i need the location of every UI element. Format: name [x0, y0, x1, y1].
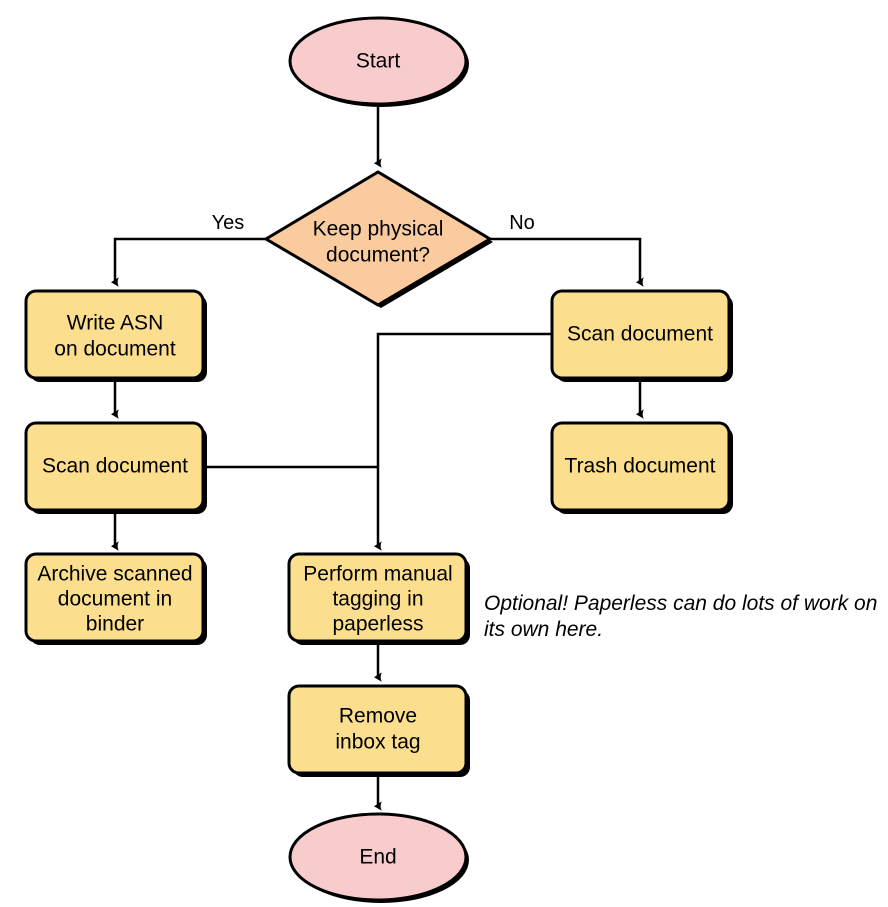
archive-rect	[24, 552, 205, 643]
optional-note: Optional! Paperless can do lots of work …	[484, 592, 877, 641]
node-perform-manual-tagging-in-paperless[interactable]: Perform manual tagging in paperless	[287, 552, 470, 645]
archive-label-line-3: binder	[86, 613, 144, 636]
edge-label-yes: Yes	[212, 212, 245, 234]
scan-document-right-label: Scan document	[567, 323, 713, 346]
manual-tagging-rect	[287, 552, 468, 643]
decision-label-line-1: Keep physical	[313, 218, 444, 241]
node-archive-scanned-document-in-binder[interactable]: Archive scanned document in binder	[24, 552, 207, 645]
optional-note-line-2: its own here.	[484, 618, 603, 641]
trash-document-rect	[550, 421, 731, 512]
edges-layer	[111, 106, 644, 811]
remove-inbox-tag-rect	[287, 684, 468, 775]
node-keep-physical-document[interactable]: Keep physical document?	[263, 170, 493, 308]
node-write-asn-on-document[interactable]: Write ASN on document	[24, 289, 207, 382]
edge-decision-yes-to-write-asn	[111, 237, 266, 287]
scan-document-left-label: Scan document	[42, 455, 188, 478]
decision-diamond	[263, 170, 493, 307]
scan-document-right-rect	[550, 289, 731, 380]
edge-scan-document-right-to-manual-tagging	[374, 332, 552, 551]
write-asn-label-line-2: on document	[54, 338, 176, 361]
node-remove-inbox-tag[interactable]: Remove inbox tag	[287, 684, 470, 777]
archive-label-line-2: document in	[58, 588, 172, 611]
manual-tagging-label-line-1: Perform manual	[303, 563, 452, 586]
write-asn-rect	[24, 289, 205, 380]
edge-label-no: No	[509, 212, 535, 234]
write-asn-label-line-1: Write ASN	[67, 312, 163, 335]
remove-inbox-tag-label-line-2: inbox tag	[335, 731, 420, 754]
remove-inbox-tag-label-line-1: Remove	[339, 705, 417, 728]
manual-tagging-label-line-3: paperless	[332, 613, 423, 636]
trash-document-label: Trash document	[565, 455, 716, 478]
node-scan-document-left[interactable]: Scan document	[24, 421, 207, 514]
edge-decision-no-to-scan-document-right	[490, 237, 644, 287]
manual-tagging-label-line-2: tagging in	[332, 588, 423, 611]
scan-document-left-rect	[24, 421, 205, 512]
end-label: End	[359, 846, 396, 869]
start-ellipse	[288, 16, 468, 106]
node-scan-document-right[interactable]: Scan document	[550, 289, 733, 382]
start-label: Start	[356, 50, 401, 73]
node-end[interactable]: End	[288, 812, 469, 903]
decision-label-line-2: document?	[326, 244, 430, 267]
optional-note-line-1: Optional! Paperless can do lots of work …	[484, 592, 877, 615]
end-ellipse	[288, 812, 468, 902]
node-trash-document[interactable]: Trash document	[550, 421, 733, 514]
node-start[interactable]: Start	[288, 16, 469, 107]
archive-label-line-1: Archive scanned	[37, 563, 192, 586]
